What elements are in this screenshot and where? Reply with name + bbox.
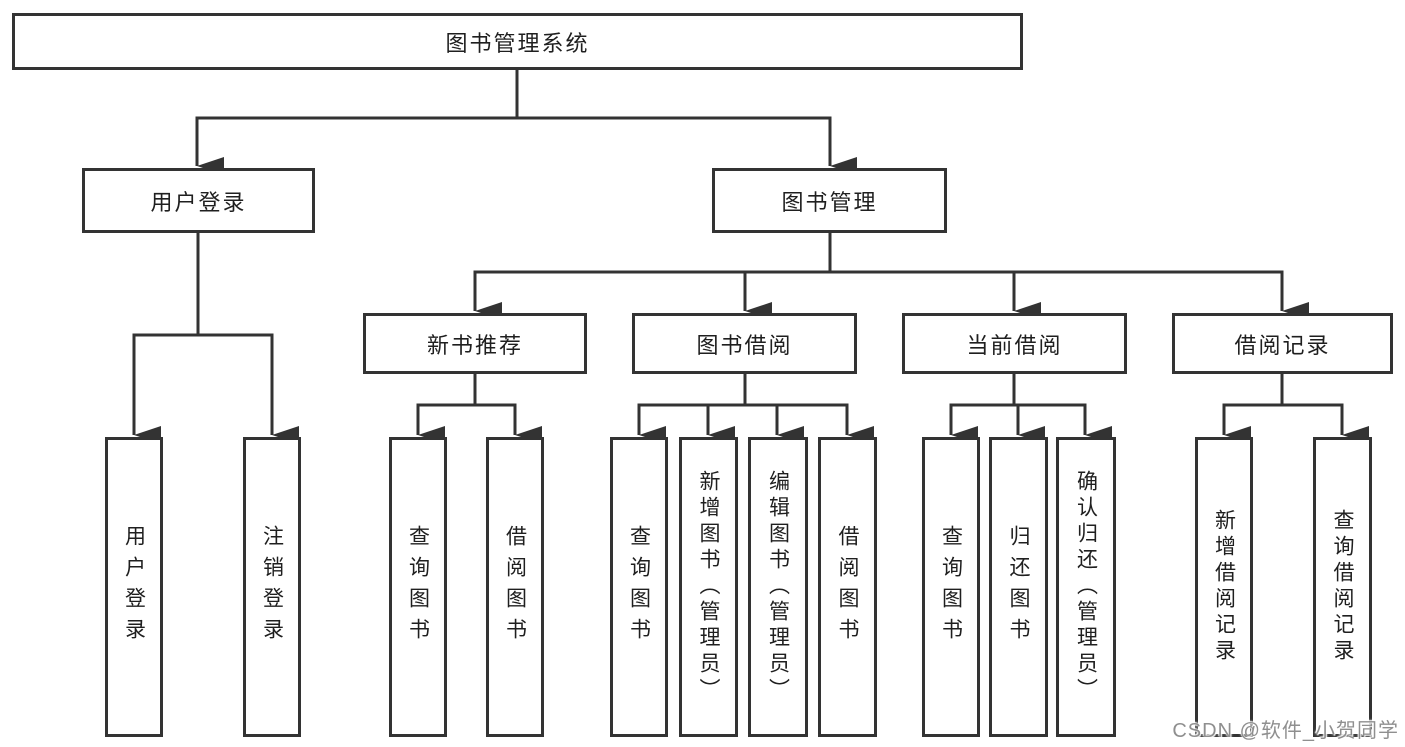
leaf-current-return-book: 归还图书 [989,437,1048,737]
leaf-newbooks-borrow-book: 借阅图书 [486,437,544,737]
leaf-current-confirm-return-admin-label: 确认归还（管理员） [1074,470,1098,704]
leaf-newbooks-borrow-book-label: 借阅图书 [503,525,527,649]
leaf-records-query-record-label: 查询借阅记录 [1331,509,1354,665]
leaf-current-query-book-label: 查询图书 [939,525,963,649]
leaf-user-logout-label: 注销登录 [260,525,284,649]
leaf-records-add-record: 新增借阅记录 [1195,437,1253,737]
watermark: CSDN @软件_小贺同学 [1172,720,1399,742]
leaf-user-login-label: 用户登录 [122,525,146,649]
leaf-borrow-add-book-admin: 新增图书（管理员） [679,437,738,737]
node-book-mgmt-label: 图书管理 [781,189,878,215]
node-root-label: 图书管理系统 [445,30,590,56]
leaf-borrow-query-book: 查询图书 [610,437,668,737]
node-current-borrow-label: 当前借阅 [966,332,1063,358]
node-new-books: 新书推荐 [363,313,587,374]
leaf-borrow-edit-book-admin: 编辑图书（管理员） [748,437,808,737]
leaf-borrow-edit-book-admin-label: 编辑图书（管理员） [766,470,790,704]
leaf-borrow-query-book-label: 查询图书 [627,525,651,649]
leaf-current-query-book: 查询图书 [922,437,980,737]
leaf-newbooks-query-book-label: 查询图书 [406,525,430,649]
node-root: 图书管理系统 [12,13,1023,70]
node-user-login: 用户登录 [82,168,315,233]
node-book-borrow-label: 图书借阅 [696,332,793,358]
leaf-current-confirm-return-admin: 确认归还（管理员） [1056,437,1116,737]
node-current-borrow: 当前借阅 [902,313,1127,374]
node-borrow-records-label: 借阅记录 [1234,332,1331,358]
leaf-user-login: 用户登录 [105,437,163,737]
leaf-records-query-record: 查询借阅记录 [1313,437,1372,737]
leaf-borrow-borrow-book-label: 借阅图书 [836,525,859,649]
leaf-current-return-book-label: 归还图书 [1007,525,1030,649]
node-book-borrow: 图书借阅 [632,313,857,374]
leaf-user-logout: 注销登录 [243,437,301,737]
node-borrow-records: 借阅记录 [1172,313,1393,374]
node-book-mgmt: 图书管理 [712,168,947,233]
leaf-newbooks-query-book: 查询图书 [389,437,447,737]
node-user-login-label: 用户登录 [150,189,247,215]
node-new-books-label: 新书推荐 [426,332,523,358]
leaf-records-add-record-label: 新增借阅记录 [1212,509,1236,665]
leaf-borrow-borrow-book: 借阅图书 [818,437,877,737]
leaf-borrow-add-book-admin-label: 新增图书（管理员） [697,470,720,704]
